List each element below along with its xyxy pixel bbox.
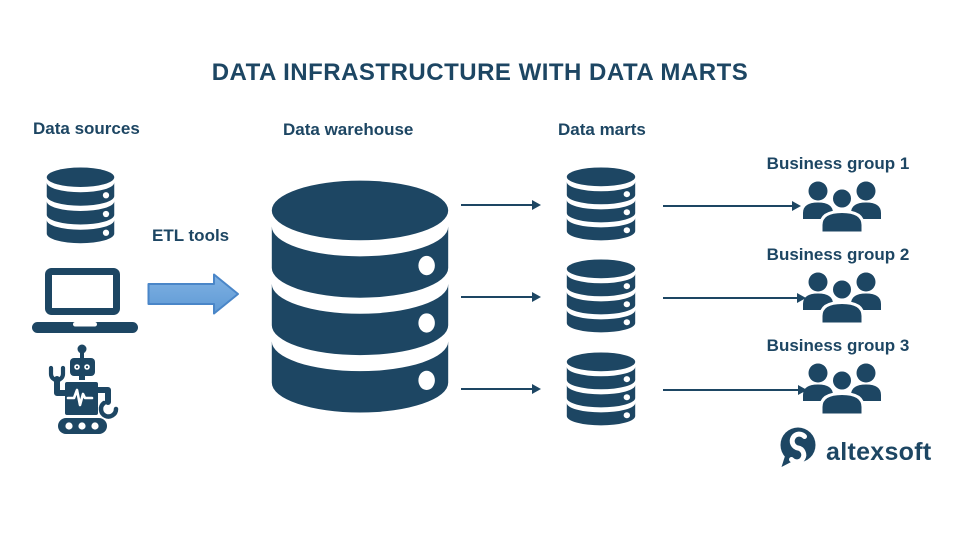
- warehouse-to-mart2-arrow: [461, 292, 541, 302]
- warehouse-to-mart3-arrow: [461, 384, 541, 394]
- laptop-icon: [31, 264, 139, 334]
- data-mart-database-icon: [566, 352, 636, 426]
- data-warehouse-label: Data warehouse: [283, 120, 414, 139]
- business-group-1-label: Business group 1: [766, 154, 910, 173]
- block-arrow-right-icon: [147, 273, 239, 315]
- business-group-2-label: Business group 2: [766, 245, 910, 264]
- diagram-title: DATA INFRASTRUCTURE WITH DATA MARTS: [211, 59, 749, 86]
- data-mart-database-icon: [566, 259, 636, 333]
- people-group-icon: [801, 181, 883, 233]
- warehouse-database-icon: [271, 180, 449, 413]
- data-marts-label: Data marts: [558, 120, 646, 139]
- warehouse-to-mart1-arrow: [461, 200, 541, 210]
- business-group-3-label: Business group 3: [766, 336, 910, 355]
- mart1-to-group1-arrow: [663, 201, 801, 211]
- data-mart-database-icon: [566, 167, 636, 241]
- altexsoft-logo-icon: [779, 427, 817, 468]
- mart3-to-group3-arrow: [663, 385, 807, 395]
- altexsoft-logo-text: altexsoft: [826, 438, 932, 466]
- database-icon: [46, 167, 115, 244]
- data-sources-label: Data sources: [33, 119, 140, 138]
- mart2-to-group2-arrow: [663, 293, 806, 303]
- people-group-icon: [801, 272, 883, 324]
- people-group-icon: [801, 363, 883, 415]
- etl-tools-label: ETL tools: [152, 226, 230, 245]
- robot-icon: [44, 341, 122, 438]
